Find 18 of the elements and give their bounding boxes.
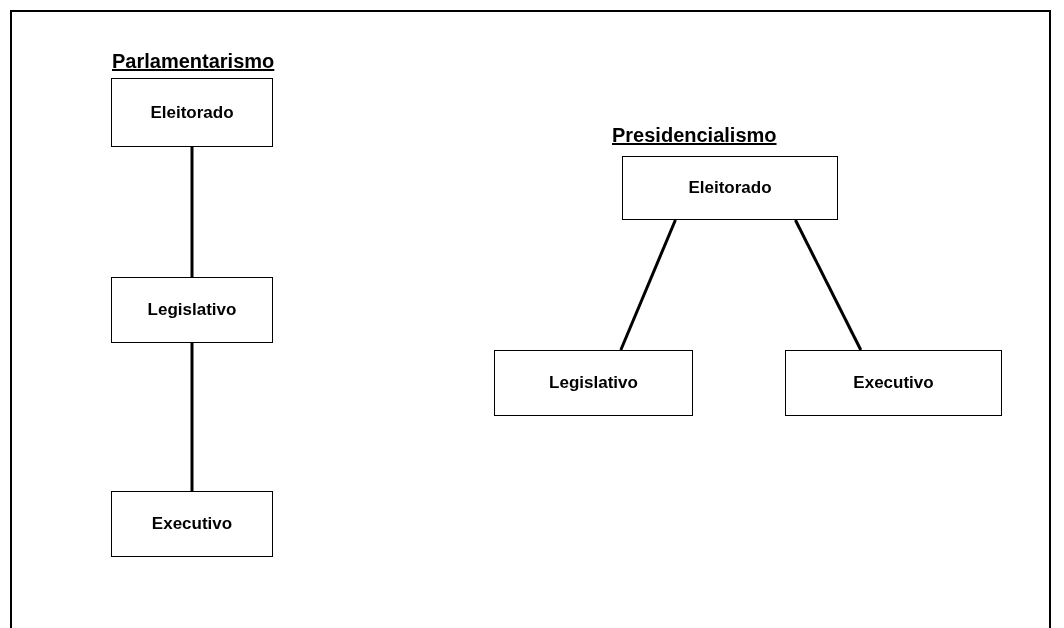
text-box [785, 350, 1002, 416]
text-box [622, 156, 838, 220]
connector-line [190, 343, 194, 491]
node-label: Legislativo [147, 300, 237, 320]
node-label: Eleitorado [688, 178, 772, 198]
node-label: Executivo [853, 373, 934, 393]
text-box [111, 277, 273, 343]
node-label: Eleitorado [150, 102, 234, 123]
connector-line [794, 219, 863, 351]
node-label: Executivo [151, 514, 233, 534]
text-box [111, 491, 273, 557]
section-heading: Parlamentarismo [112, 50, 275, 73]
connector-line [190, 147, 194, 277]
connector-line [619, 219, 677, 351]
text-box [111, 78, 273, 147]
text-box [494, 350, 693, 416]
section-heading: Presidencialismo [612, 124, 777, 147]
node-label: Legislativo [549, 373, 638, 393]
